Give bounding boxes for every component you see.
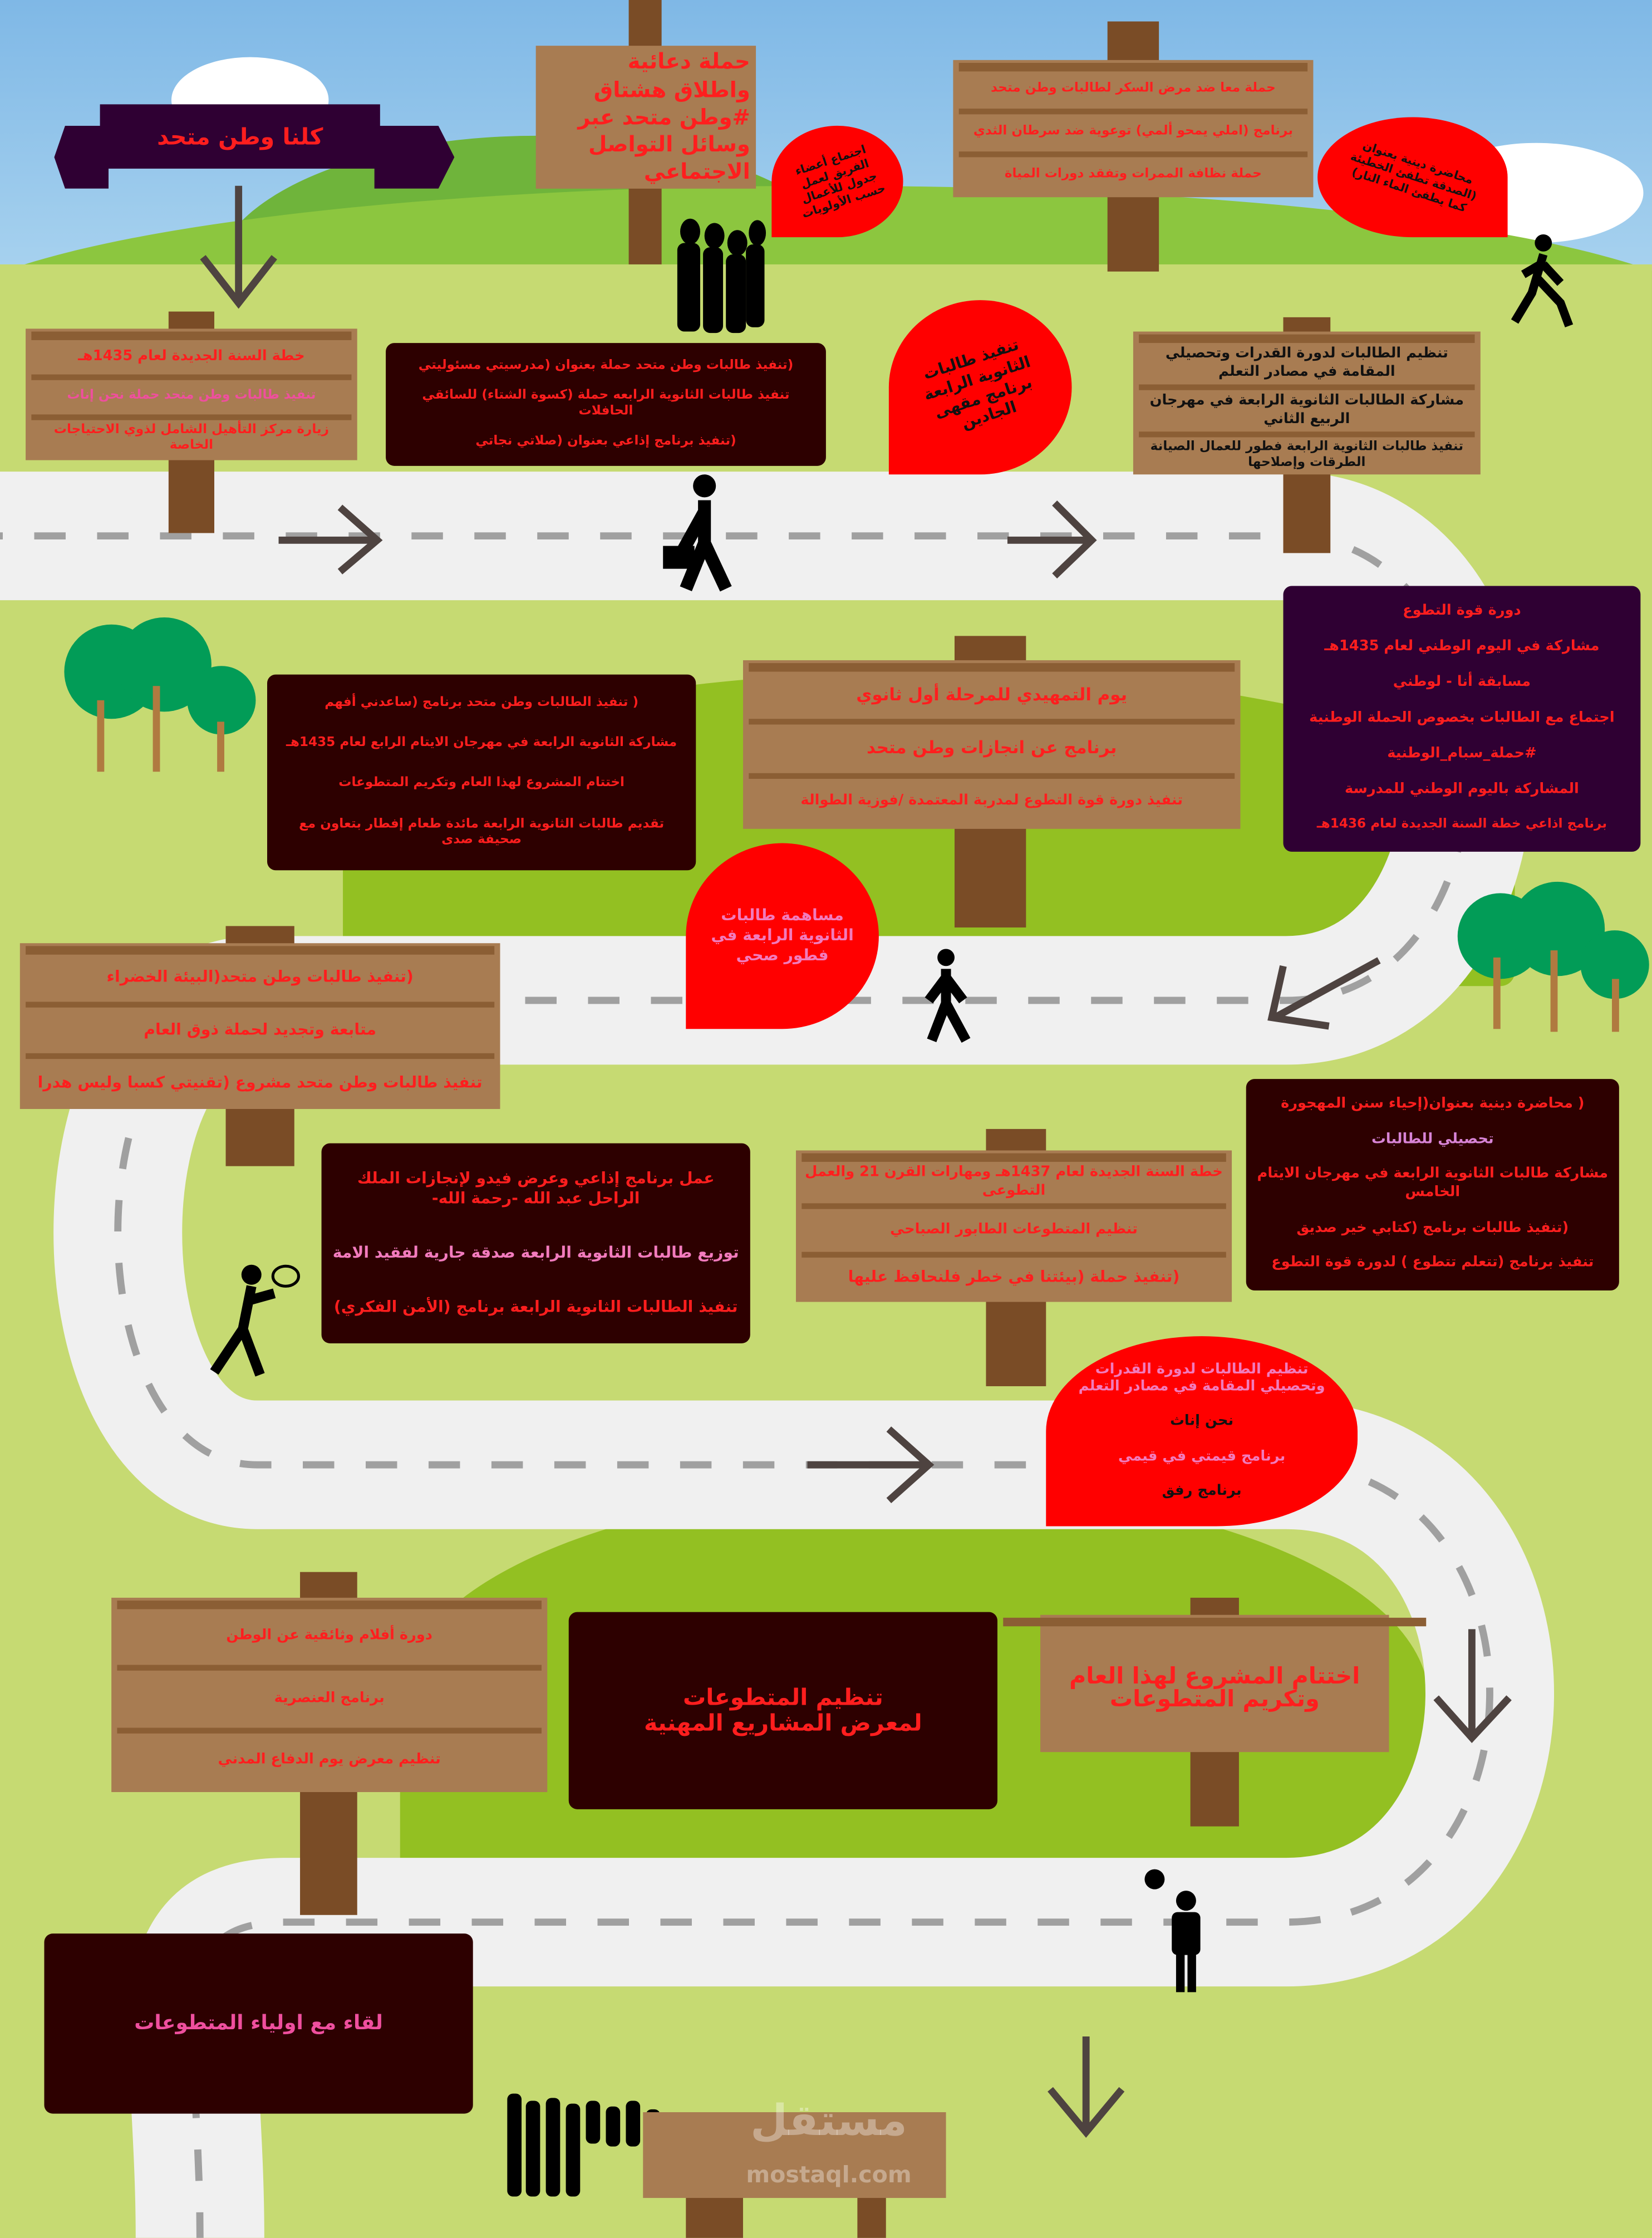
- bubble-text: برنامج قيمتي في قيمي: [1118, 1448, 1286, 1465]
- box-king: عمل برنامج إذاعي وعرض فيدو لإنجازات المل…: [321, 1143, 750, 1343]
- sign-line: #وطن متحد عبر: [578, 104, 750, 130]
- box-line: ( محاضرة دينية بعنوان(إحياء سنن المهجورة: [1281, 1096, 1585, 1112]
- bubble-text: محاضرة دينية بعنوان (الصدقة تطفئ الخطيئة…: [1348, 139, 1478, 215]
- sign-abilities: تنظيم الطالبات لدورة القدرات وتحصيلي الم…: [1133, 331, 1481, 475]
- sign-line: حملة معا ضد مرض السكر لطالبات وطن متحد: [958, 62, 1308, 109]
- bubble-text: برنامج رفق: [1162, 1483, 1242, 1499]
- bubble-team: اجتماع أعضاء الفريق لعمل جدول للأعمال حس…: [771, 125, 903, 238]
- box-projects: تنظيم المتطوعات لمعرض المشاريع المهنية: [568, 1612, 998, 1809]
- sign-line: دورة أفلام وثائقية عن الوطن: [117, 1601, 542, 1665]
- title-text: كلنا وطن متحد: [157, 122, 323, 150]
- box-orphans: ( تنفيذ الطالبات وطن متحد برنامج (ساعدني…: [267, 674, 696, 871]
- sign-line: مشاركة الطالبات الثانوية الرابعة في مهرج…: [1139, 384, 1475, 432]
- bubble-text: نحن إناث: [1170, 1414, 1234, 1430]
- box-line: مشاركة في اليوم الوطني لعام 1435هـ: [1324, 639, 1600, 655]
- box-line: مشاركة الثانوية الرابعة في مهرجان الايتا…: [286, 736, 677, 750]
- box-national: دورة قوة التطوع مشاركة في اليوم الوطني ل…: [1283, 586, 1641, 852]
- box-line: تنظيم المتطوعات لمعرض المشاريع المهنية: [644, 1684, 922, 1736]
- box-line: دورة قوة التطوع: [1403, 603, 1521, 620]
- box-line: مسابقة أنا - لوطني: [1393, 675, 1531, 691]
- sign-campaign: حملة دعائية واطلاق هشتاق #وطن متحد عبر و…: [535, 46, 756, 189]
- bubble-text: تنظيم الطالبات لدورة القدرات وتحصيلي الم…: [1078, 1361, 1325, 1396]
- box-line: تنفيذ طالبات الثانوية الرابعه حملة (كسوة…: [422, 388, 790, 419]
- sign-line: تنظيم الطالبات لدورة القدرات وتحصيلي الم…: [1139, 334, 1475, 385]
- sign-bottom: [643, 2112, 946, 2198]
- sign-line: يوم التمهيدي للمرحلة أول ثانوي: [749, 663, 1235, 719]
- sign-plan-1435: خطة السنة الجديدة لعام 1435هـ تنفيذ طالب…: [26, 328, 357, 460]
- box-line: اجتماع مع الطالبات بخصوص الحملة الوطنية: [1309, 710, 1615, 727]
- watermark-url: mostaql.com: [746, 2161, 912, 2188]
- box-line: #حملة_سبام_الوطنية: [1387, 746, 1537, 763]
- sign-line: حملة دعائية: [627, 49, 750, 75]
- person-silhouette-icon: [210, 218, 1574, 2197]
- box-line: (تنفيذ طالبات برنامج (كتابي خير صديق: [1296, 1220, 1569, 1236]
- sign-line: واطلاق هشتاق: [593, 76, 750, 102]
- box-line: تحصيلي للطالبات: [1371, 1131, 1494, 1147]
- bubble-breakfast: مساهمة طالبات الثانوية الرابعة في فطور ص…: [686, 843, 879, 1029]
- box-line: (تنفيذ برنامج إذاعي بعنوان (صلاتي نجاتي: [475, 434, 736, 449]
- sign-line: زيارة مركز التأهيل الشامل لذوي الاحتياجا…: [31, 414, 352, 457]
- box-line: تقديم طالبات الثانوية الرابعة مائدة طعام…: [299, 817, 665, 848]
- title-banner: كلنا وطن متحد: [100, 104, 380, 169]
- sign-line: تنفيذ طالبات وطن متحد حملة نحن إناث: [31, 374, 352, 414]
- sign-plan-1437: خطة السنة الجديدة لعام 1437هـ ومهارات ال…: [796, 1150, 1232, 1302]
- box-line: توزيع طالبات الثانوية الرابعة صدقة جارية…: [332, 1243, 739, 1262]
- sign-line: تنفيذ طالبات الثانوية الرابعة فطور للعما…: [1139, 431, 1475, 475]
- sign-line: خطة السنة الجديدة لعام 1435هـ: [31, 331, 352, 374]
- bubble-lecture: محاضرة دينية بعنوان (الصدقة تطفئ الخطيئة…: [1317, 117, 1508, 238]
- sign-line: برنامج العنصرية: [117, 1665, 542, 1727]
- bubble-cafe: تنفيذ طالبات الثانوية الرابعة برنامج مقه…: [888, 300, 1072, 475]
- sign-line: (تنفيذ حملة (بيئتنا في خطر فلنحافظ عليها: [802, 1251, 1226, 1299]
- box-line: (تنفيذ طالبات وطن متحد حملة بعنوان (مدرس…: [418, 358, 794, 373]
- box-responsibility: (تنفيذ طالبات وطن متحد حملة بعنوان (مدرس…: [386, 343, 827, 466]
- box-line: اختتام المشروع لهذا العام وتكريم المتطوع…: [338, 777, 625, 791]
- box-line: مشاركة طالبات الثانوية الرابعة في مهرجان…: [1257, 1166, 1609, 1201]
- sign-closing: اختتام المشروع لهذا العام وتكريم المتطوع…: [1003, 1614, 1427, 1753]
- arrow-icon: [200, 185, 1512, 2138]
- sign-line: تنظيم معرض يوم الدفاع المدني: [117, 1727, 542, 1789]
- bubble-text: تنفيذ طالبات الثانوية الرابعة برنامج مقه…: [921, 334, 1035, 433]
- sign-green: (تنفيذ طالبات وطن متحد(البيئة الخضراء مت…: [19, 943, 500, 1109]
- sign-health: حملة معا ضد مرض السكر لطالبات وطن متحد ب…: [953, 60, 1314, 198]
- bubble-programs: تنظيم الطالبات لدورة القدرات وتحصيلي الم…: [1046, 1336, 1358, 1527]
- sign-line: خطة السنة الجديدة لعام 1437هـ ومهارات ال…: [802, 1153, 1226, 1204]
- box-parents: لقاء مع اولياء المتطوعات: [44, 1933, 473, 2114]
- bubble-text: اجتماع أعضاء الفريق لعمل جدول للأعمال حس…: [793, 143, 887, 221]
- box-line: تنفيذ الطالبات الثانوية الرابعة برنامج (…: [333, 1297, 738, 1317]
- box-line: ( تنفيذ الطالبات وطن متحد برنامج (ساعدني…: [324, 695, 639, 710]
- sign-line: برنامج عن انجازات وطن متحد: [749, 719, 1235, 773]
- sign-films: دورة أفلام وثائقية عن الوطن برنامج العنص…: [111, 1597, 548, 1793]
- box-line: المشاركة باليوم الوطني للمدرسة: [1345, 782, 1579, 798]
- sign-line: متابعة وتجديد لحملة ذوق العام: [26, 1001, 495, 1054]
- sign-line: وسائل التواصل: [588, 131, 750, 158]
- sign-line: تنظيم المتطوعات الطابور الصباحي: [802, 1204, 1226, 1251]
- sign-line: تنفيذ دورة قوة التطوع لمدربة المعتمدة /ف…: [749, 772, 1235, 826]
- box-line: برنامج اذاعي خطة السنة الجديدة لعام 1436…: [1316, 818, 1607, 833]
- box-line: لقاء مع اولياء المتطوعات: [134, 2012, 384, 2035]
- sign-orientation: يوم التمهيدي للمرحلة أول ثانوي برنامج عن…: [743, 660, 1241, 829]
- tree-icon: [64, 617, 1649, 1032]
- box-line: عمل برنامج إذاعي وعرض فيدو لإنجازات المل…: [357, 1169, 715, 1208]
- banner-ribbon-right: [374, 125, 455, 189]
- sign-line: اختتام المشروع لهذا العام وتكريم المتطوع…: [1003, 1617, 1427, 1749]
- watermark-logo: مستقل: [750, 2096, 908, 2147]
- sign-line: حملة نظافة الممرات وتفقد دورات المياة: [958, 151, 1308, 194]
- group-silhouette-icon: [507, 2093, 661, 2197]
- bubble-text: مساهمة طالبات الثانوية الرابعة في فطور ص…: [711, 906, 854, 965]
- banner-ribbon-left: [54, 125, 109, 189]
- sign-line: الاجتماعي: [644, 159, 750, 185]
- sign-line: (تنفيذ طالبات وطن متحد(البيئة الخضراء: [26, 946, 495, 1001]
- sign-line: تنفيذ طالبات وطن متحد مشروع (تقنيتي كسبا…: [26, 1053, 495, 1106]
- sign-line: برنامج (املي يمحو ألمي) توعوية ضد سرطان …: [958, 109, 1308, 151]
- box-sunnah: ( محاضرة دينية بعنوان(إحياء سنن المهجورة…: [1246, 1079, 1619, 1291]
- box-line: تنفيذ برنامج (تتعلم تتطوع ) لدورة قوة ال…: [1271, 1255, 1594, 1271]
